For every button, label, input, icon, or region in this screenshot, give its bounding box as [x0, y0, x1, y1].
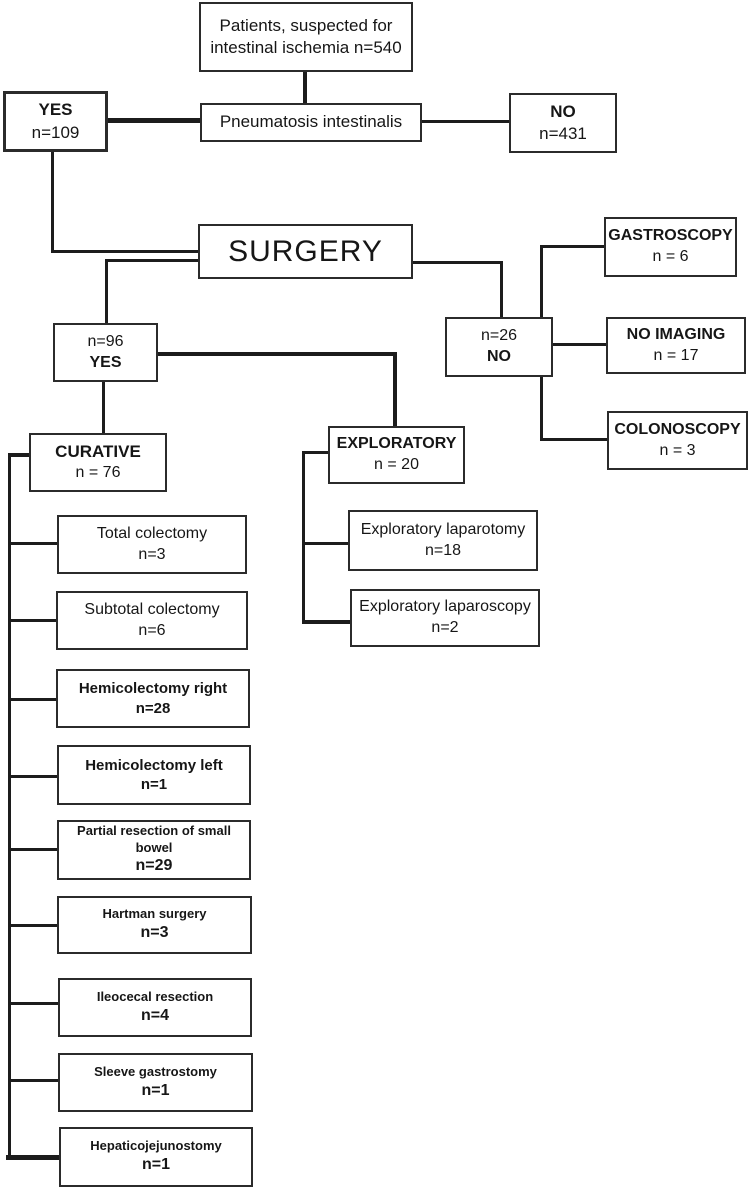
patients-text-line2: intestinal ischemia n=540	[210, 38, 402, 57]
connector-stub-hepaticojejunostomy	[6, 1155, 59, 1160]
hartman-surgery-label: Hartman surgery	[102, 906, 207, 922]
gastroscopy-count: n = 6	[652, 248, 689, 265]
surgery-label: SURGERY	[228, 235, 383, 268]
connector-stub-ileocecal-resection	[8, 1002, 58, 1005]
pneumatosis-label: Pneumatosis intestinalis	[219, 112, 403, 132]
node-surgery-yes: n=96 YES	[53, 323, 158, 382]
connector-surgery-n96-h	[105, 259, 198, 262]
node-gastroscopy: GASTROSCOPY n = 6	[604, 217, 737, 277]
total-colectomy-label: Total colectomy	[96, 524, 208, 542]
gastroscopy-title: GASTROSCOPY	[608, 227, 733, 245]
connector-exploratory-trunk-h	[302, 451, 328, 454]
connector-stub-hemicolectomy-left	[8, 775, 57, 778]
surgery-yes-title: YES	[89, 353, 122, 371]
patients-text-line1: Patients, suspected for	[219, 15, 393, 35]
node-pneumatosis-yes: YES n=109	[3, 91, 108, 152]
connector-n96-exploratory-v	[393, 352, 397, 426]
connector-stub-sleeve-gastrostomy	[8, 1079, 58, 1082]
node-colonoscopy: COLONOSCOPY n = 3	[607, 411, 748, 470]
connector-surgery-n26-v	[500, 261, 503, 317]
node-hartman-surgery: Hartman surgery n=3	[57, 896, 252, 954]
exploratory-title: EXPLORATORY	[336, 435, 457, 453]
connector-stub-hemicolectomy-right	[8, 698, 56, 701]
hepaticojejunostomy-label: Hepaticojejunostomy	[90, 1138, 222, 1154]
hemicolectomy-left-count: n=1	[140, 776, 168, 793]
node-exploratory-laparotomy: Exploratory laparotomy n=18	[348, 510, 538, 571]
curative-count: n = 76	[75, 464, 121, 482]
pneumatosis-yes-title: YES	[38, 100, 73, 120]
hepaticojejunostomy-count: n=1	[141, 1156, 170, 1174]
connector-stub-laparotomy	[302, 542, 348, 545]
no-imaging-title: NO IMAGING	[626, 325, 726, 343]
connector-n26-gastroscopy-h	[540, 245, 604, 248]
node-hemicolectomy-right: Hemicolectomy right n=28	[56, 669, 250, 728]
pneumatosis-no-count: n=431	[539, 124, 587, 143]
connector-stub-partial-resection	[8, 848, 57, 851]
pneumatosis-no-title: NO	[550, 101, 576, 121]
node-curative: CURATIVE n = 76	[29, 433, 167, 492]
connector-yes-down	[51, 152, 54, 253]
connector-yes-surgery	[51, 250, 198, 253]
node-surgery: SURGERY	[198, 224, 413, 279]
connector-stub-laparoscopy	[302, 620, 350, 624]
partial-resection-label: Partial resection of small bowel	[77, 822, 231, 855]
ileocecal-resection-label: Ileocecal resection	[96, 988, 214, 1004]
connector-curative-trunk-h	[8, 453, 29, 457]
subtotal-colectomy-label: Subtotal colectomy	[84, 600, 220, 618]
node-total-colectomy: Total colectomy n=3	[57, 515, 247, 574]
node-hepaticojejunostomy: Hepaticojejunostomy n=1	[59, 1127, 253, 1187]
sleeve-gastrostomy-label: Sleeve gastrostomy	[94, 1063, 217, 1079]
ileocecal-resection-count: n=4	[140, 1006, 169, 1024]
hemicolectomy-right-label: Hemicolectomy right	[78, 680, 228, 697]
hartman-surgery-count: n=3	[140, 924, 169, 942]
node-exploratory: EXPLORATORY n = 20	[328, 426, 465, 484]
connector-n26-colonoscopy-v	[540, 377, 543, 441]
node-hemicolectomy-left: Hemicolectomy left n=1	[57, 745, 251, 805]
hemicolectomy-right-count: n=28	[135, 699, 171, 717]
sleeve-gastrostomy-count: n=1	[141, 1081, 170, 1099]
no-imaging-count: n = 17	[653, 346, 699, 364]
connector-surgery-n26-h	[413, 261, 503, 264]
connector-pneumatosis-yes	[108, 118, 200, 123]
node-pneumatosis-no: NO n=431	[509, 93, 617, 153]
connector-n96-curative	[102, 382, 105, 433]
colonoscopy-count: n = 3	[659, 441, 696, 459]
exploratory-laparoscopy-count: n=2	[431, 619, 459, 636]
colonoscopy-title: COLONOSCOPY	[614, 420, 741, 438]
connector-n26-noimaging	[553, 343, 606, 346]
node-subtotal-colectomy: Subtotal colectomy n=6	[56, 591, 248, 650]
exploratory-count: n = 20	[374, 456, 419, 473]
surgery-no-count: n=26	[480, 327, 518, 345]
connector-stub-total-colectomy	[8, 542, 57, 545]
surgery-yes-count: n=96	[87, 332, 124, 350]
exploratory-laparotomy-count: n=18	[424, 541, 462, 559]
surgery-no-title: NO	[487, 348, 511, 365]
node-sleeve-gastrostomy: Sleeve gastrostomy n=1	[58, 1053, 253, 1112]
node-patients: Patients, suspected for intestinal ische…	[199, 2, 413, 72]
connector-stub-subtotal-colectomy	[8, 619, 56, 622]
connector-n26-gastroscopy-v	[540, 246, 543, 317]
pneumatosis-yes-count: n=109	[31, 122, 80, 142]
curative-title: CURATIVE	[55, 442, 141, 462]
connector-curative-trunk-v	[8, 453, 11, 1160]
hemicolectomy-left-label: Hemicolectomy left	[85, 756, 223, 774]
node-ileocecal-resection: Ileocecal resection n=4	[58, 978, 252, 1037]
node-partial-resection-small-bowel: Partial resection of small bowel n=29	[57, 820, 251, 880]
partial-resection-count: n=29	[135, 857, 173, 875]
node-exploratory-laparoscopy: Exploratory laparoscopy n=2	[350, 589, 540, 647]
connector-pneumatosis-no	[422, 120, 509, 123]
total-colectomy-count: n=3	[138, 545, 166, 563]
exploratory-laparoscopy-label: Exploratory laparoscopy	[359, 598, 531, 616]
node-no-imaging: NO IMAGING n = 17	[606, 317, 746, 374]
exploratory-laparotomy-label: Exploratory laparotomy	[360, 520, 526, 538]
subtotal-colectomy-count: n=6	[138, 621, 166, 639]
node-surgery-no: n=26 NO	[445, 317, 553, 377]
connector-stub-hartman-surgery	[8, 924, 57, 927]
node-pneumatosis-intestinalis: Pneumatosis intestinalis	[200, 103, 422, 142]
connector-exploratory-trunk-v	[302, 451, 305, 624]
connector-surgery-n96-v	[105, 259, 108, 323]
connector-patients-pneumatosis	[303, 72, 307, 103]
connector-n26-colonoscopy-h	[540, 438, 607, 441]
connector-n96-exploratory-h	[158, 352, 397, 356]
